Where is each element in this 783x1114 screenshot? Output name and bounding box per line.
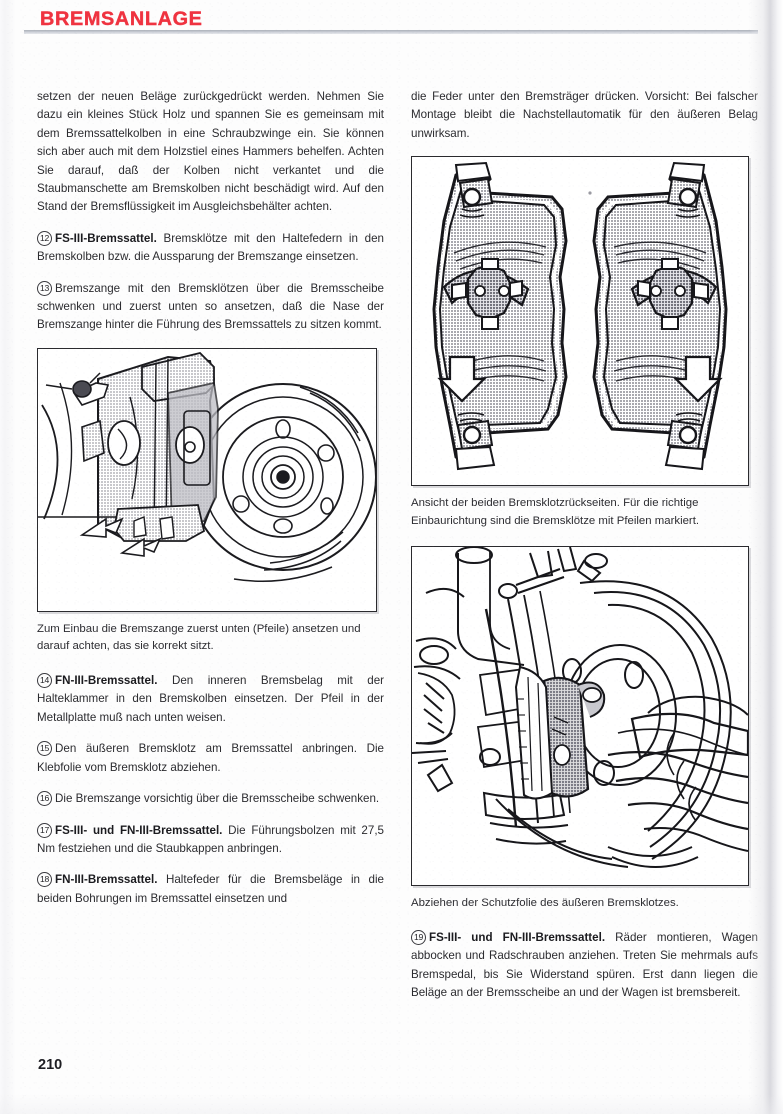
left-text-column: setzen der neuen Beläge zurückgedrückt w… <box>37 88 384 908</box>
step-number-badge: 14 <box>37 673 52 689</box>
direction-arrows <box>79 517 162 557</box>
step-lead-label: FS-III-Bremssattel. <box>55 231 157 245</box>
step-number-badge: 18 <box>37 872 52 888</box>
caption-foil: Abziehen der Schutzfolie des äußeren Bre… <box>411 897 679 910</box>
right-text-column: die Feder unter den Bremsträger drücken.… <box>411 88 758 1016</box>
header-rule-accent <box>24 30 758 31</box>
step-number-badge: 15 <box>37 741 52 757</box>
paragraph-continued: setzen der neuen Beläge zurückgedrückt w… <box>37 88 384 217</box>
step-number-badge: 13 <box>37 280 52 296</box>
step-text: Räder montieren, Wagen abbocken und Rads… <box>411 931 758 1000</box>
pads-figure-svg <box>412 157 748 486</box>
pad-direction-arrow-left <box>437 356 487 403</box>
caption-pads: Ansicht der beiden Bremsklotzrückseiten.… <box>411 497 700 527</box>
brake-caliper-installation-illustration <box>37 347 377 612</box>
step-number-badge: 17 <box>37 822 52 838</box>
page-number: 210 <box>38 1057 63 1073</box>
brake-pad-backplates-illustration <box>411 156 749 487</box>
scan-left-shadow <box>0 0 16 1114</box>
header-rule <box>24 31 758 34</box>
step-lead-label: FS-III- und FN-III-Bremssattel. <box>55 823 223 837</box>
page-header: BREMSANLAGE <box>0 0 783 34</box>
step-text: Bremsklötze mit den Haltefedern in den B… <box>37 231 384 264</box>
step-lead-label: FN-III-Bremssattel. <box>55 873 158 887</box>
paragraph-step18-continued: die Feder unter den Bremsträger drücken.… <box>411 88 758 143</box>
step-number-badge: 19 <box>411 930 426 945</box>
step-lead-label: FS-III- und FN-III-Bremssattel. <box>429 931 606 944</box>
peeling-protective-foil-illustration <box>411 546 749 887</box>
page-title: BREMSANLAGE <box>40 8 203 30</box>
caliper-figure-svg <box>38 348 376 611</box>
step-text: Die Führungsbolzen mit 27,5 Nm festziehe… <box>37 823 384 855</box>
step-text: Haltefeder für die Bremsbeläge in die be… <box>37 873 384 905</box>
pad-direction-arrow-right <box>673 356 723 403</box>
step-text: Den äußeren Bremsklotz am Bremssattel an… <box>37 742 384 774</box>
scan-bottom-shadow <box>0 1094 783 1114</box>
step-text: Den inneren Bremsbelag mit der Halteklam… <box>37 674 384 724</box>
step-number-badge: 12 <box>37 230 52 246</box>
paragraph-text: setzen der neuen Beläge zurückgedrückt w… <box>37 90 384 214</box>
paragraph-text: die Feder unter den Bremsträger drücken.… <box>411 90 758 140</box>
foil-figure-svg <box>412 547 748 886</box>
step-number-badge: 16 <box>37 791 52 807</box>
step-lead-label: FN-III-Bremssattel. <box>55 674 158 688</box>
caption-caliper: Zum Einbau die Bremszange zuerst unten (… <box>37 622 361 653</box>
step-text: Die Bremszange vorsichtig über die Brems… <box>55 792 380 806</box>
step-text: Bremszange mit den Bremsklötzen über die… <box>37 281 384 332</box>
